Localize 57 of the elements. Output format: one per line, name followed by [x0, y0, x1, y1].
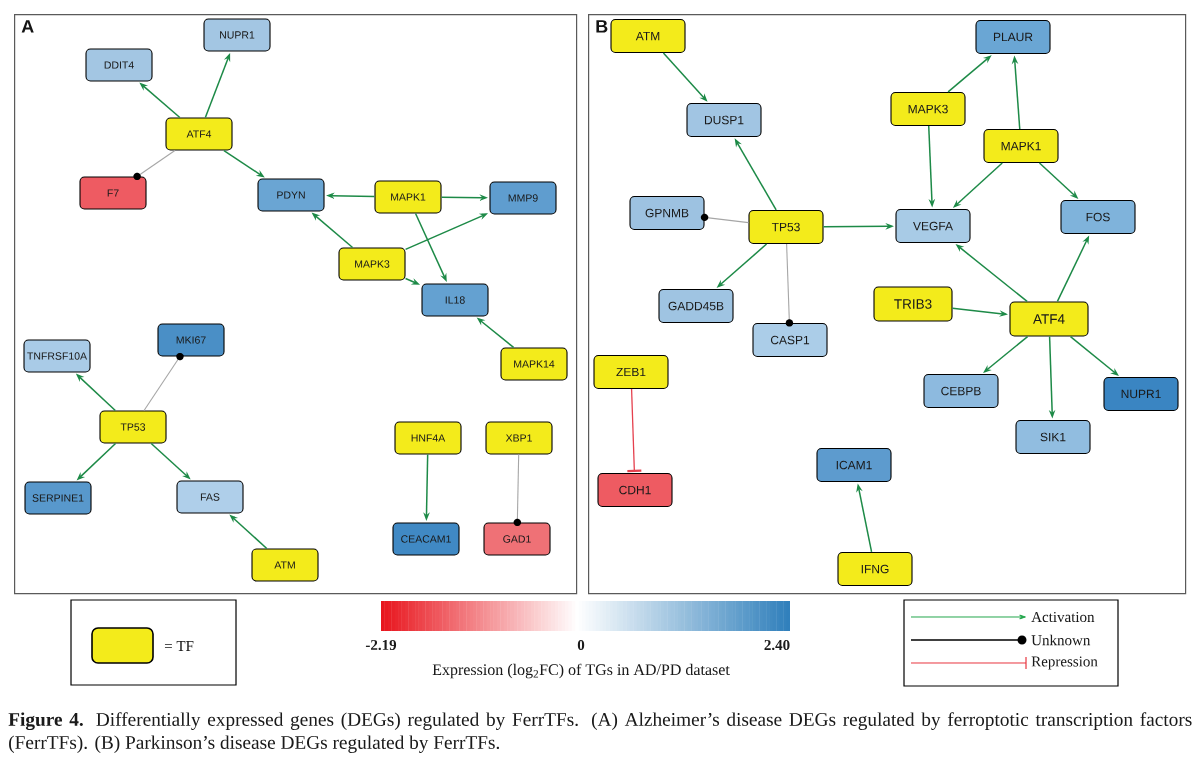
- legend-text: Activation: [1031, 611, 1095, 623]
- gene-box: TRIB3: [873, 286, 953, 322]
- gene-box: ZEB1: [593, 354, 669, 390]
- gene-box: ATM: [610, 18, 686, 54]
- arrow: [1069, 335, 1119, 376]
- gene-box: MMP9: [489, 181, 557, 215]
- gene-box: TNFRSF10A: [23, 339, 91, 373]
- gene-box: ICAM1: [816, 447, 892, 483]
- dot-ended-line: [133, 150, 176, 181]
- gene-box: GPNMB: [629, 195, 705, 231]
- gene-box: ATM: [251, 548, 319, 582]
- gene-box: DDIT4: [85, 48, 153, 82]
- gene-box: XBP1: [485, 421, 553, 455]
- gene-box: CEACAM1: [392, 522, 460, 556]
- gene-box: CDH1: [597, 472, 673, 508]
- gene-box: SIK1: [1015, 419, 1091, 455]
- gene-box: CEBPB: [923, 373, 999, 409]
- gene-box: CASP1: [752, 322, 828, 358]
- caption: Figure 4. Differentially expressed genes (DEGs) regulated by FerrTFs. (A) Alzheimer’s disease DEGs regulated by ferroptotic transcription factors (FerrTFs). (B) Parkinson’s disease DEGs regulated by FerrTFs.: [8, 712, 1192, 753]
- gene-box: FAS: [176, 480, 244, 514]
- dot-ended-line: [143, 352, 184, 411]
- gene-box: VEGFA: [895, 208, 971, 244]
- legend-text: Repression: [1031, 656, 1098, 670]
- gene-box: PDYN: [257, 178, 325, 212]
- gene-box: TP53: [99, 410, 167, 444]
- gene-box: GAD1: [483, 522, 551, 556]
- gene-box: NUPR1: [1103, 376, 1179, 412]
- gene-box: TP53: [748, 209, 824, 245]
- dot-ended-line: [785, 243, 794, 327]
- gene-box: FOS: [1060, 199, 1136, 235]
- gene-box: NUPR1: [203, 18, 271, 52]
- gene-box: DUSP1: [686, 102, 762, 138]
- gene-box: PLAUR: [975, 19, 1051, 55]
- arrow: [983, 335, 1029, 373]
- gene-box: SERPINE1: [24, 481, 92, 515]
- gene-box: MAPK3: [890, 91, 966, 127]
- scale-value: 2.40: [764, 639, 790, 651]
- scale-value: 0: [577, 639, 585, 651]
- gene-box: IL18: [421, 283, 489, 317]
- gene-box: MAPK3: [338, 247, 406, 281]
- gene-box: F7: [79, 176, 147, 210]
- bar-ended-line: [627, 388, 642, 473]
- gene-box: MKI67: [157, 323, 225, 357]
- gene-box: HNF4A: [394, 421, 462, 455]
- gene-box: IFNG: [837, 551, 913, 587]
- dot-ended-line: [700, 213, 749, 224]
- legend-text: Unknown: [1031, 634, 1091, 646]
- gene-box: MAPK14: [500, 347, 568, 381]
- dot-ended-line: [513, 454, 522, 527]
- gene-box: GADD45B: [658, 288, 734, 324]
- scale-value: -2.19: [365, 639, 397, 651]
- scale-title: Expression (log$_{2}$FC) of TGs in AD/PD dataset: [432, 663, 730, 679]
- gene-box: MAPK1: [374, 180, 442, 214]
- gene-box: ATF4: [165, 117, 233, 151]
- legend-text: = TF: [164, 641, 194, 651]
- gene-box: MAPK1: [983, 128, 1059, 164]
- gene-box: ATF4: [1009, 301, 1089, 337]
